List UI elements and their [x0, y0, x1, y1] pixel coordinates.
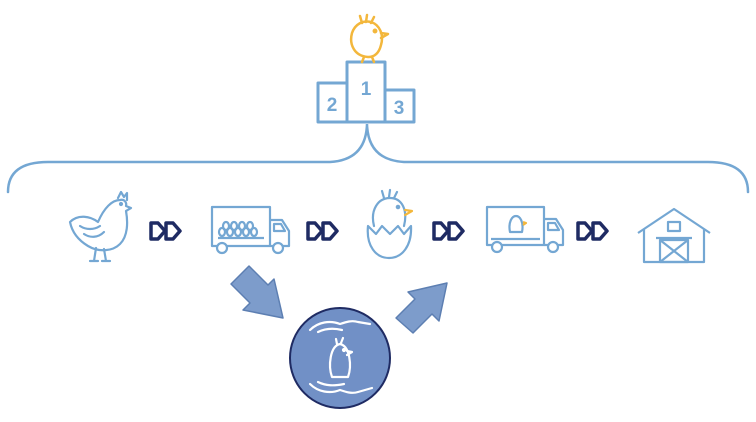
egg-truck-icon — [210, 205, 291, 255]
podium-icon — [316, 60, 416, 124]
care-process-circle — [289, 307, 391, 409]
podium-first-label: 1 — [361, 79, 372, 100]
chick-truck-icon — [485, 205, 565, 254]
arrow-from-care-process — [395, 282, 448, 334]
farm-barn-icon — [637, 207, 711, 264]
hands-holding-chick-icon — [308, 320, 374, 394]
winner-chick-icon — [350, 13, 390, 64]
connector-chevrons-3 — [432, 221, 465, 241]
arrow-to-care-process — [230, 265, 284, 319]
hatching-chick-icon — [366, 188, 414, 260]
podium-third-label: 3 — [394, 98, 405, 119]
hen-icon — [68, 190, 133, 263]
connector-chevrons-4 — [576, 221, 609, 241]
connector-chevrons-2 — [306, 221, 339, 241]
connector-chevrons-1 — [149, 221, 182, 241]
grouping-brace — [6, 123, 750, 194]
podium-second-label: 2 — [327, 95, 338, 116]
